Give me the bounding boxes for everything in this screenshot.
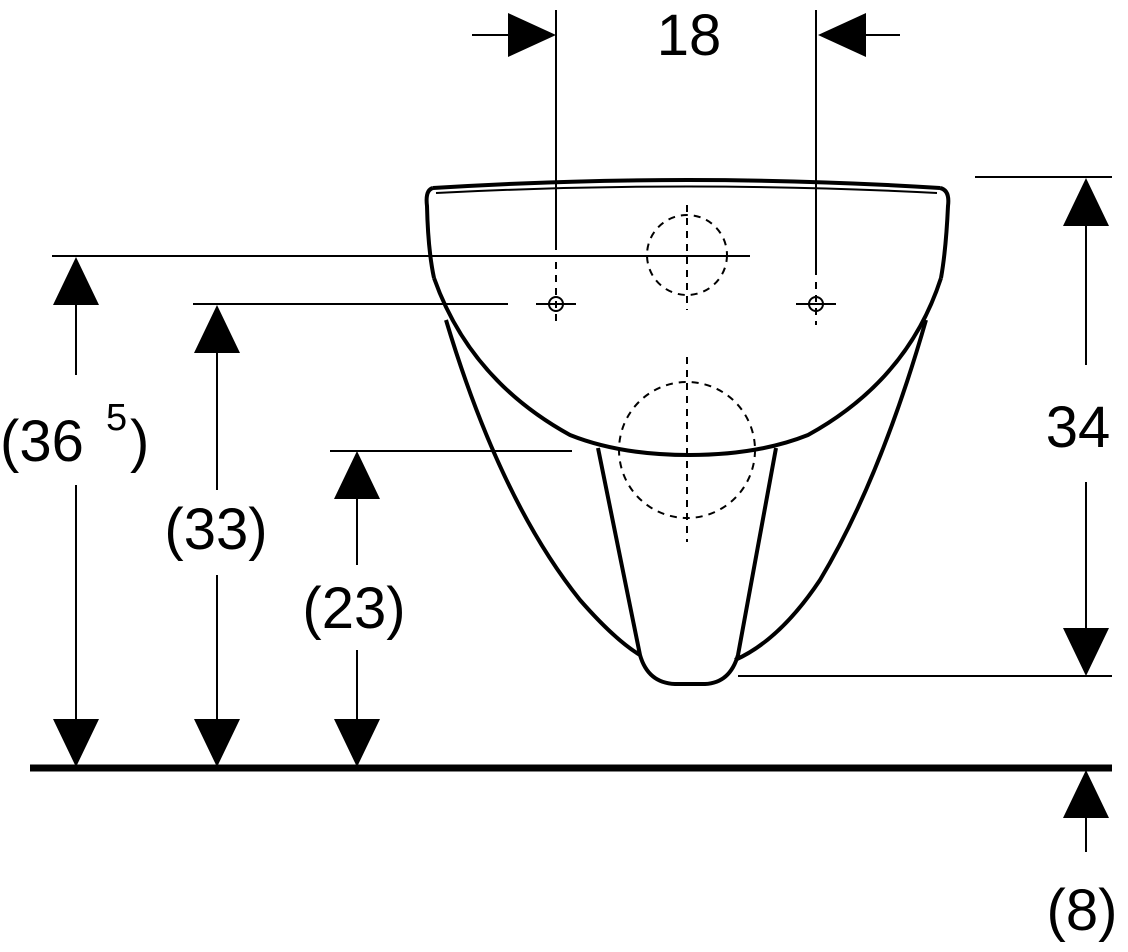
left-outer-dimension: (36 5 ) xyxy=(0,257,149,767)
left-middle-label: (33) xyxy=(164,497,267,562)
right-height-label: 34 xyxy=(1046,395,1111,460)
arrow-up-icon xyxy=(1063,178,1109,226)
arrow-right-icon xyxy=(508,13,556,57)
arrow-down-icon xyxy=(53,719,99,767)
arrow-down-icon xyxy=(194,719,240,767)
bottom-right-dimension: (8) xyxy=(1047,770,1118,943)
arrow-down-icon xyxy=(1063,628,1109,676)
mounting-hole-right xyxy=(796,282,836,325)
arrow-left-icon xyxy=(818,13,866,57)
mounting-hole-left xyxy=(536,262,576,325)
left-outer-label: (36 xyxy=(0,409,84,474)
bottom-right-label: (8) xyxy=(1047,878,1118,943)
arrow-up-icon xyxy=(194,305,240,353)
left-outer-close: ) xyxy=(130,409,149,474)
arrow-up-icon xyxy=(1063,770,1109,818)
left-inner-dimension: (23) xyxy=(302,451,406,767)
wc-bowl-outline xyxy=(424,178,951,686)
right-height-dimension: 34 xyxy=(1046,178,1111,676)
arrow-up-icon xyxy=(334,451,380,499)
left-outer-superscript: 5 xyxy=(106,397,127,439)
left-middle-dimension: (33) xyxy=(164,305,268,767)
top-width-label: 18 xyxy=(657,3,722,68)
top-width-dimension: 18 xyxy=(472,3,900,275)
arrow-up-icon xyxy=(53,257,99,305)
arrow-down-icon xyxy=(334,719,380,767)
waste-outlet xyxy=(618,357,756,542)
water-inlet xyxy=(646,205,728,310)
left-inner-label: (23) xyxy=(302,576,405,641)
